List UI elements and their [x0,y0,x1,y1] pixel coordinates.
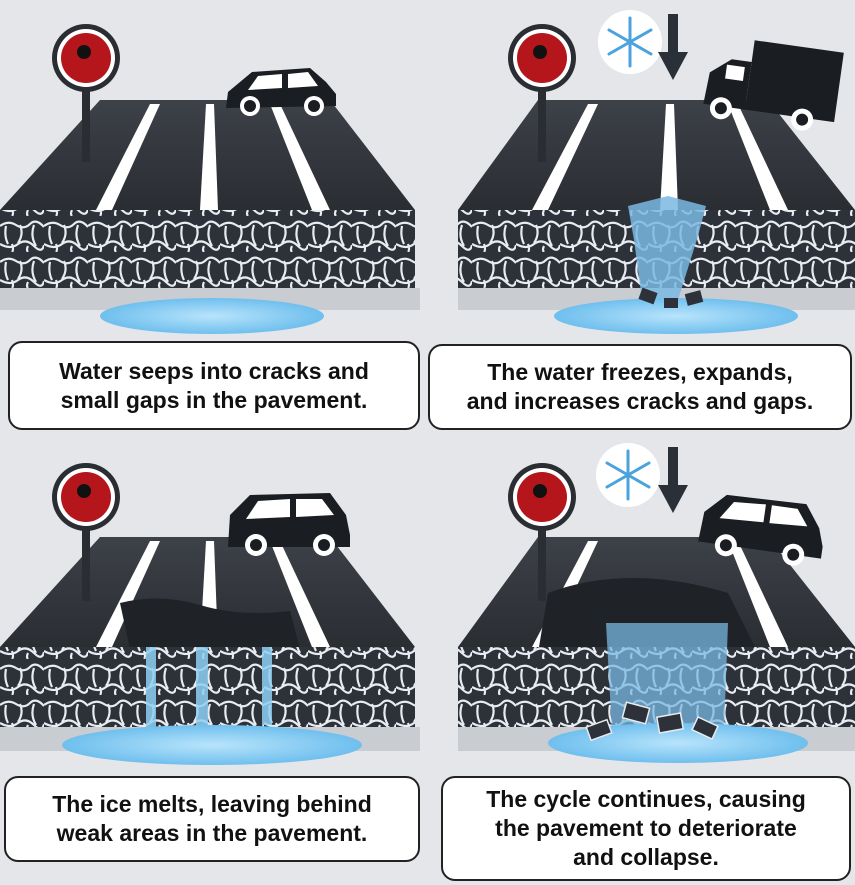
sign-post [82,517,90,601]
broken-pieces [638,287,704,308]
caption-text: The water freezes, expands, and increase… [466,359,814,414]
sign-post [538,517,546,601]
caption-box: Water seeps into cracks and small gaps i… [8,341,420,430]
caption-text: The ice melts, leaving behind weak areas… [52,791,372,846]
panel-ice-melts: The ice melts, leaving behind weak areas… [0,443,427,885]
water-puddle [554,298,798,334]
sign-post [538,78,546,162]
broken-pieces [585,701,719,742]
caption-text: The cycle continues, causing the pavemen… [486,786,806,870]
water-puddle [548,723,808,763]
truck-icon [703,40,844,131]
car-icon [228,493,350,556]
road-stripe [728,104,788,210]
road-crack [120,598,300,649]
car-icon [226,68,336,116]
sign-post [82,78,90,162]
car-icon [698,494,823,566]
panel-water-seeps: Water seeps into cracks and small gaps i… [0,0,427,442]
pavement-base-layer [0,210,415,288]
road-stripe [200,104,218,210]
water-puddle [100,298,324,334]
road-stripe [270,104,330,210]
water-puddle [62,725,362,765]
arrow-down-icon [658,447,688,513]
caption-box: The cycle continues, causing the pavemen… [441,776,851,881]
road-stripe [270,541,330,647]
caption-text: Water seeps into cracks and small gaps i… [59,357,369,413]
road-stripe [728,541,788,647]
road-illustration [458,10,855,334]
snowflake-icon [596,443,660,507]
caption-box: The ice melts, leaving behind weak areas… [4,776,420,862]
road-stripe [96,541,160,647]
road-stripe [532,104,598,210]
panel-cycle-continues: The cycle continues, causing the pavemen… [428,443,855,885]
arrow-down-icon [658,14,688,80]
ice-crack [628,196,706,300]
road-illustration [0,463,420,765]
snowflake-icon [598,10,662,74]
caption-box: The water freezes, expands, and increase… [428,344,852,430]
panel-water-freezes: The water freezes, expands, and increase… [428,0,855,442]
road-stripe [660,104,678,210]
melting-water [146,647,272,737]
road-illustration [458,443,855,763]
road-stripe [96,104,160,210]
road-illustration [0,24,420,334]
